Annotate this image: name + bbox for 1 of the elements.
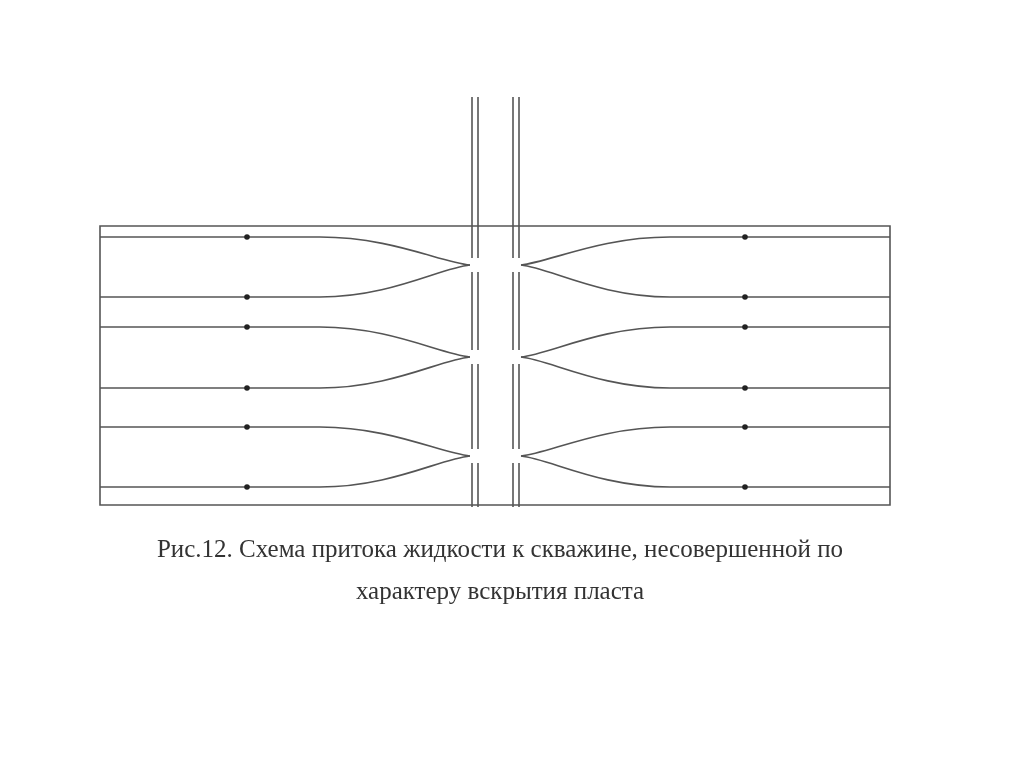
figure-caption: Рис.12. Схема притока жидкости к скважине, несовершенной по характеру вскрытия пласта (155, 534, 845, 606)
